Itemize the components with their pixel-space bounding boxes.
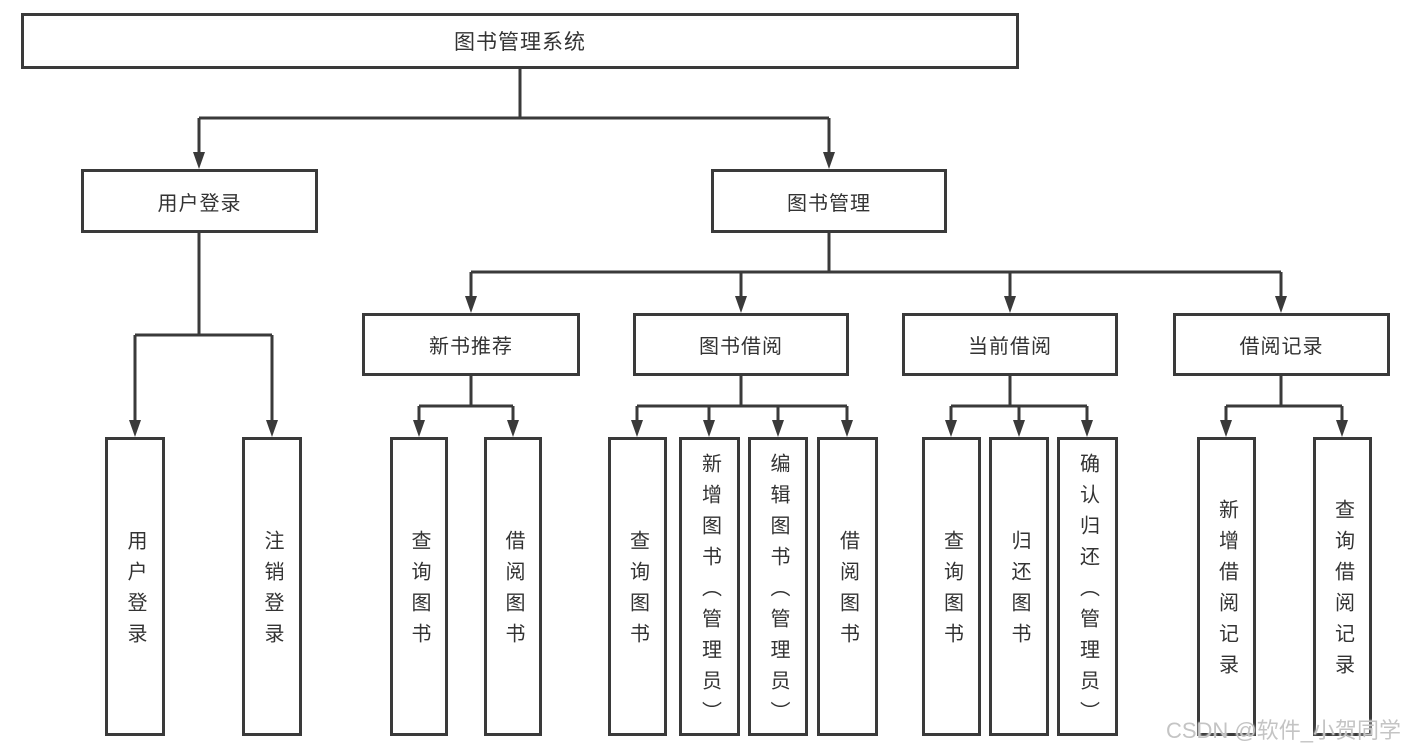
connector-book-borrow-to-leaves (631, 376, 853, 437)
node-new-book-recommend: 新书推荐 (362, 313, 580, 376)
leaf-query-books-3-label: 查询图书 (940, 530, 963, 654)
leaf-query-borrow-record: 查询借阅记录 (1313, 437, 1372, 736)
connector-root-to-level2 (193, 69, 835, 169)
leaf-query-books-2-label: 查询图书 (626, 530, 649, 654)
connector-path (133, 233, 274, 423)
arrowhead (465, 296, 1287, 313)
node-user-login-label: 用户登录 (157, 192, 242, 215)
leaf-logout: 注销登录 (242, 437, 302, 736)
leaf-add-book-admin: 新增图书（管理员） (679, 437, 740, 736)
connector-path (1224, 376, 1344, 423)
connector-user-login-to-leaves (129, 233, 278, 437)
node-book-borrow: 图书借阅 (633, 313, 849, 376)
leaf-logout-label: 注销登录 (261, 530, 283, 654)
leaf-confirm-return-admin-label: 确认归还（管理员） (1076, 452, 1099, 732)
node-user-login: 用户登录 (81, 169, 318, 233)
leaf-borrow-books-2: 借阅图书 (817, 437, 878, 736)
arrowhead (945, 420, 1093, 437)
node-borrow-records: 借阅记录 (1173, 313, 1390, 376)
leaf-user-login-label: 用户登录 (124, 530, 146, 654)
leaf-add-borrow-record-label: 新增借阅记录 (1215, 499, 1238, 685)
connector-path (197, 69, 831, 155)
leaf-query-books-3: 查询图书 (922, 437, 981, 736)
leaf-query-borrow-record-label: 查询借阅记录 (1331, 499, 1354, 685)
node-book-management: 图书管理 (711, 169, 947, 233)
leaf-edit-book-admin: 编辑图书（管理员） (748, 437, 808, 736)
leaf-query-books-1-label: 查询图书 (408, 530, 430, 654)
connector-path (635, 376, 849, 423)
arrowhead (129, 420, 278, 437)
arrowhead (413, 420, 519, 437)
node-borrow-records-label: 借阅记录 (1239, 336, 1324, 358)
leaf-query-books-2: 查询图书 (608, 437, 667, 736)
leaf-add-borrow-record: 新增借阅记录 (1197, 437, 1256, 736)
arrowhead (193, 152, 835, 169)
leaf-borrow-books-1-label: 借阅图书 (502, 530, 524, 654)
connector-current-borrow-to-leaves (945, 376, 1093, 437)
arrowhead (631, 420, 853, 437)
connector-path (469, 233, 1283, 299)
node-book-borrow-label: 图书借阅 (699, 336, 783, 358)
leaf-return-book: 归还图书 (989, 437, 1049, 736)
leaf-edit-book-admin-label: 编辑图书（管理员） (767, 452, 789, 732)
node-current-borrow: 当前借阅 (902, 313, 1118, 376)
node-root: 图书管理系统 (21, 13, 1019, 69)
leaf-borrow-books-2-label: 借阅图书 (836, 530, 859, 654)
leaf-add-book-admin-label: 新增图书（管理员） (698, 452, 721, 732)
node-book-management-label: 图书管理 (787, 192, 871, 215)
leaf-borrow-books-1: 借阅图书 (484, 437, 542, 736)
leaf-confirm-return-admin: 确认归还（管理员） (1057, 437, 1118, 736)
node-new-book-recommend-label: 新书推荐 (429, 336, 513, 358)
connector-new-book-to-leaves (413, 376, 519, 437)
connector-path (949, 376, 1089, 423)
watermark: CSDN @软件_小贺同学 (1165, 718, 1401, 743)
arrowhead (1220, 420, 1348, 437)
connector-borrow-records-to-leaves (1220, 376, 1348, 437)
node-current-borrow-label: 当前借阅 (968, 336, 1052, 358)
leaf-user-login: 用户登录 (105, 437, 165, 736)
connector-book-management-to-level3 (465, 233, 1287, 313)
node-root-label: 图书管理系统 (454, 31, 586, 54)
leaf-return-book-label: 归还图书 (1008, 530, 1030, 654)
connector-path (417, 376, 515, 423)
leaf-query-books-1: 查询图书 (390, 437, 448, 736)
